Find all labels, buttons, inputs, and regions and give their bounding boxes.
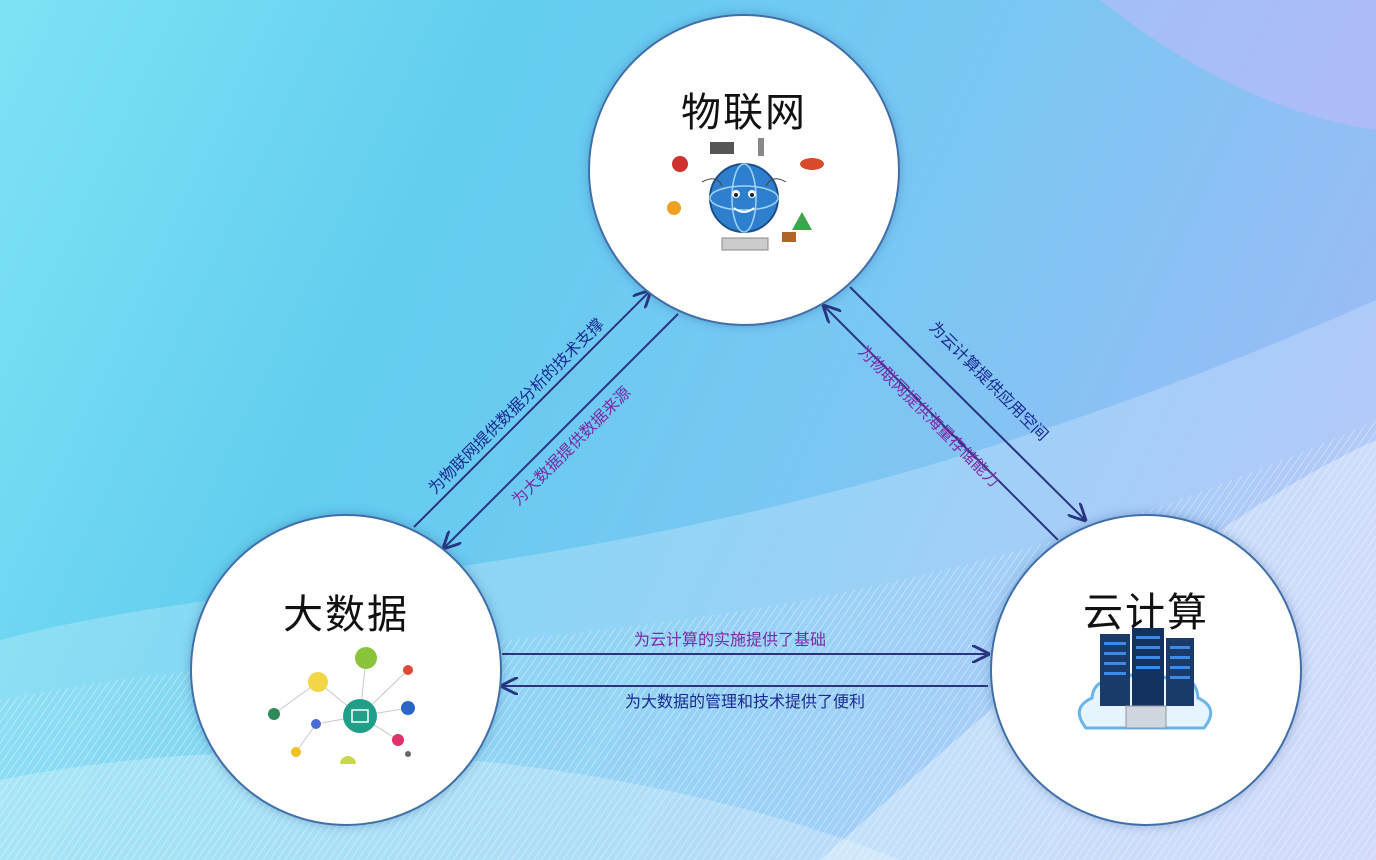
node-bigdata: 大数据	[190, 514, 502, 826]
cloud-servers-icon	[1077, 628, 1213, 730]
arrow-iot-to-bigdata	[444, 313, 679, 548]
node-iot: 物联网	[588, 14, 900, 326]
node-bigdata-title: 大数据	[283, 592, 409, 638]
node-cloud: 云计算	[990, 514, 1302, 826]
iot-globe-icon	[667, 138, 824, 251]
arrow-bigdata-to-iot	[413, 291, 650, 528]
node-iot-title: 物联网	[681, 90, 807, 136]
data-network-icon	[268, 647, 415, 764]
label-cloud-to-bigdata-bottom: 为大数据的管理和技术提供了便利	[625, 692, 865, 711]
label-cloud-to-bigdata-top: 为云计算的实施提供了基础	[634, 630, 826, 649]
label-bigdata-to-iot: 为物联网提供数据分析的技术支撑	[425, 315, 608, 498]
arrow-iot-to-cloud	[849, 286, 1085, 520]
arrow-cloud-to-iot	[824, 306, 1059, 541]
